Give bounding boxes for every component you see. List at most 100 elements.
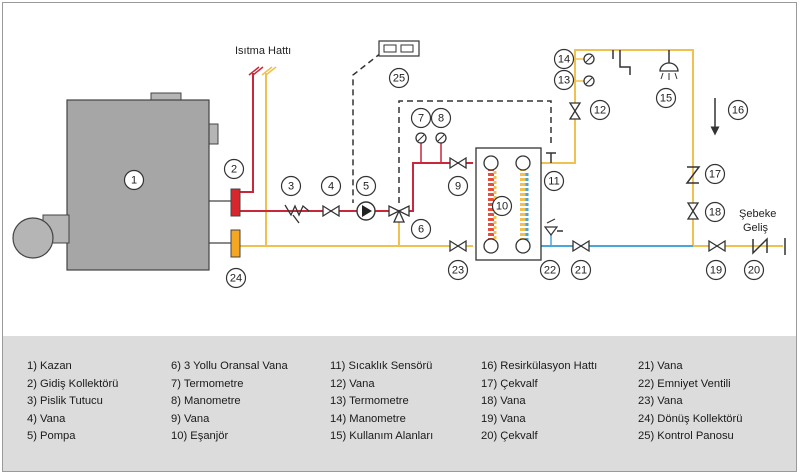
callout-number: 21 [575,265,587,277]
callout-circle [704,201,726,223]
legend-column-3: 11) Sıcaklık Sensörü 12) Vana 13) Termom… [330,358,433,446]
legend-item: 11) Sıcaklık Sensörü [330,360,433,372]
callout-circle [704,163,726,185]
callout-number: 13 [558,75,570,87]
legend-item: 23) Vana [638,395,683,408]
callout-number: 24 [230,273,242,285]
callout-circle [589,99,611,121]
legend-item: 7) Termometre [171,377,244,390]
legend-item: 17) Çekvalf [481,377,538,390]
callout-number: 19 [710,265,722,277]
callout-circle [320,175,342,197]
legend-item: 14) Manometre [330,412,406,425]
callout-number: 8 [438,113,444,125]
callout-circle [225,267,247,289]
callout-number: 3 [288,181,294,193]
legend-item: 12) Vana [330,377,375,390]
return-line [209,217,473,247]
legend-item: 3) Pislik Tutucu [27,395,103,408]
callout-number: 14 [558,54,570,66]
strainer [284,204,310,224]
callout-number: 11 [548,176,559,188]
legend-item: 10) Eşanjör [171,430,229,443]
callout-circle [355,175,377,197]
gauges [415,53,595,144]
callout-circle [570,259,592,281]
callout-number: 23 [452,265,464,277]
callout-circle [280,175,302,197]
callout-circle [410,218,432,240]
callout-circle [123,169,145,191]
legend-item: 20) Çekvalf [481,430,538,443]
callout-circle [430,107,452,129]
callout-circle [491,195,513,217]
pump [356,201,376,221]
callout-number: 17 [709,169,721,181]
callout-circle [388,67,410,89]
legend-column-4: 16) Resirkülasyon Hattı 17) Çekvalf 18) … [481,358,597,446]
heating-line-pipes [237,66,277,247]
callout-number: 1 [131,175,137,187]
callout-circle [447,259,469,281]
hydraulic-diagram: Isıtma Hattı Şebeke Geliş 12345678910111… [12,40,786,289]
legend-item: 9) Vana [171,412,210,425]
boiler [12,92,219,271]
legend-panel: 1) Kazan 2) Gidiş Kollektörü 3) Pislik T… [3,336,796,471]
legend-item: 6) 3 Yollu Oransal Vana [171,360,288,372]
legend-item: 5) Pompa [27,430,76,443]
callout-circle [553,69,575,91]
callout-circle [539,259,561,281]
legend-item: 8) Manometre [171,395,241,408]
legend-column-5: 21) Vana 22) Emniyet Ventili 23) Vana 24… [638,358,742,446]
secondary-lines [533,49,783,247]
legend-item: 22) Emniyet Ventili [638,377,731,390]
collectors [230,188,241,258]
callout-circle [410,107,432,129]
callout-circle [543,170,565,192]
callout-number: 5 [363,181,369,193]
callout-number: 22 [544,265,556,277]
legend-item: 4) Vana [27,412,66,425]
shower-icon [659,62,679,80]
callout-circle [705,259,727,281]
callout-circle [655,87,677,109]
legend-item: 19) Vana [481,412,526,425]
legend-item: 15) Kullanım Alanları [330,430,434,443]
callout-number: 15 [660,93,672,105]
callout-number: 16 [732,105,744,117]
legend-item: 16) Resirkülasyon Hattı [481,360,598,372]
mains-inlet-label-1: Şebeke [739,208,776,220]
mains-inlet-label-2: Geliş [743,222,769,234]
callout-circle [223,158,245,180]
control-panel [378,40,420,57]
legend-item: 24) Dönüş Kollektörü [638,412,743,425]
three-way-valve [388,204,410,223]
callout-number: 4 [328,181,334,193]
legend-item: 1) Kazan [27,360,72,372]
callout-circle [447,175,469,197]
callout-number: 2 [231,164,237,176]
callout-number: 6 [418,224,424,236]
callout-number: 7 [418,113,424,125]
callout-number: 18 [709,207,721,219]
legend-column-2: 6) 3 Yollu Oransal Vana 7) Termometre 8)… [171,358,288,446]
callout-number: 9 [455,181,461,193]
legend-item: 21) Vana [638,360,683,372]
callout-number: 20 [748,265,760,277]
heating-line-label: Isıtma Hattı [235,45,291,57]
callout-number: 12 [594,105,606,117]
cold-line [533,235,786,255]
legend-column-1: 1) Kazan 2) Gidiş Kollektörü 3) Pislik T… [27,358,118,446]
legend-item: 18) Vana [481,395,526,408]
callout-number: 25 [393,73,405,85]
supply-line [209,143,473,212]
valves [322,102,726,253]
callout-circle [553,48,575,70]
check-valves [685,166,768,255]
callout-circle [743,259,765,281]
callout-circle [727,99,749,121]
legend-item: 13) Termometre [330,395,409,408]
legend-item: 25) Kontrol Panosu [638,430,734,443]
callout-number: 10 [496,201,508,213]
